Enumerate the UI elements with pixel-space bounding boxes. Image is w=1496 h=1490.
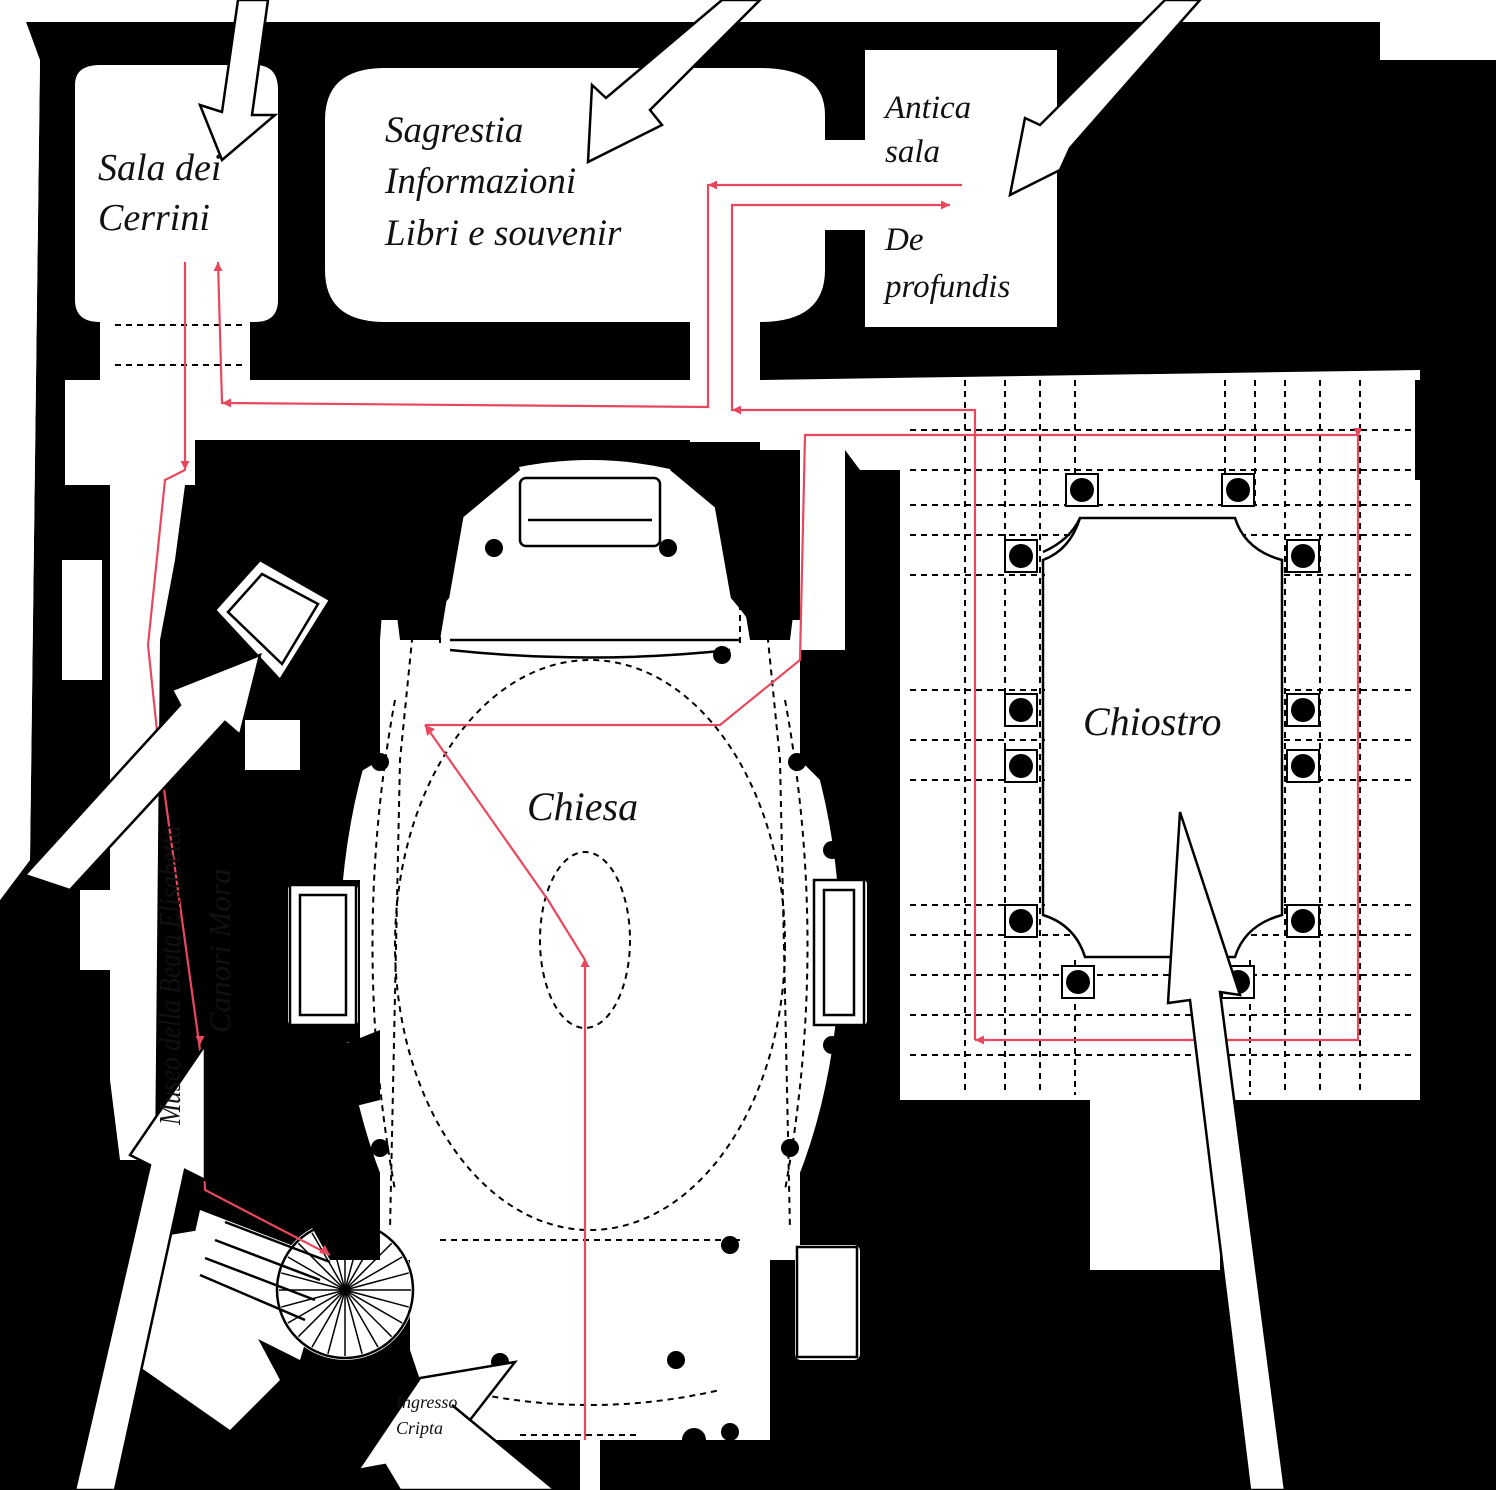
label-ingresso-cripta: Ingresso Cripta [395,1392,462,1438]
arrow-sala-cerrini [197,0,279,163]
label-de-profundis: De profundis [883,222,1010,305]
label-sala-cerrini-line2: Cerrini [98,197,210,239]
label-sagrestia-line2: Informazioni [384,161,576,202]
label-antica-sala: Antica sala [883,90,979,170]
stair-step [344,1242,393,1291]
label-de-profundis-line1: De [884,222,923,258]
stair-step [311,1289,346,1348]
stair-step [344,1226,363,1291]
stair-step [327,1289,346,1354]
arrow-cripta [355,1360,557,1490]
label-antica-sala-line2: sala [885,134,940,170]
spiral-stair [199,1220,415,1360]
label-chiostro: Chiostro [1083,699,1222,744]
arrow-left-side [22,652,262,892]
visit-route [146,180,1363,1440]
label-museo-line1: Museo della Beata Elisabetta [152,825,187,1126]
stair-step [344,1232,379,1291]
route-arrowhead [425,725,435,736]
arrow-museum [73,1040,207,1490]
entry-arrows [22,0,1287,1490]
room-sagrestia [325,68,870,322]
label-antica-sala-line1: Antica [883,90,971,126]
nave-outline [394,659,786,1231]
route-arrowhead [941,200,950,210]
stair-step [281,1272,346,1291]
stair-step [344,1289,409,1308]
svg-text:Museo della Beata Elisabetta: Museo della Beata Elisabetta [152,825,187,1126]
label-ingresso-cripta-line1: Ingresso [395,1392,457,1412]
church-columns [308,539,870,1457]
label-sala-cerrini-line1: Sala dei [98,147,221,189]
stair-step [297,1242,346,1291]
stair-step [287,1256,346,1291]
svg-text:Canori Mora: Canori Mora [202,869,237,1034]
cloister-garden [1045,520,1280,955]
route-arrowhead [732,405,741,415]
arrow-antica-sala [1008,0,1202,198]
route-arrowhead [222,398,231,408]
stair-step [344,1289,363,1354]
cloister [910,380,1425,1095]
stair-step [344,1289,393,1338]
route-arrowhead [180,461,190,470]
line-details [213,476,866,1359]
route-arrowhead [975,1035,984,1045]
route-arrowhead [580,958,590,967]
label-sala-cerrini: Sala dei Cerrini [98,147,231,239]
label-ingresso-cripta-line2: Cripta [396,1418,443,1438]
label-museo: Museo della Beata Elisabetta Canori Mora [152,825,237,1126]
route-arrowhead [195,1036,205,1045]
stair-step [344,1256,403,1291]
label-chiesa: Chiesa [527,784,638,829]
room-labels: Sala dei Cerrini Sagrestia Informazioni … [98,90,1222,1438]
arrow-chiostro [1166,811,1287,1490]
route-arrowhead [708,180,717,190]
stair-step [344,1289,379,1348]
label-sagrestia: Sagrestia Informazioni Libri e souvenir [384,110,622,254]
stair-step [327,1226,346,1291]
label-de-profundis-line2: profundis [883,269,1010,305]
nave-center [539,851,631,1029]
stair-step [344,1272,409,1291]
stair-step [297,1289,346,1338]
route-arrowhead [319,1245,330,1255]
label-museo-line2: Canori Mora [202,869,237,1034]
label-sagrestia-line3: Libri e souvenir [384,213,622,254]
stair-step [344,1289,403,1324]
cloister-pillars [1004,473,1320,999]
route-arrowhead [1353,428,1363,437]
route-arrowhead [213,262,223,271]
arrow-sagrestia [586,0,762,165]
label-sagrestia-line1: Sagrestia [385,110,523,151]
